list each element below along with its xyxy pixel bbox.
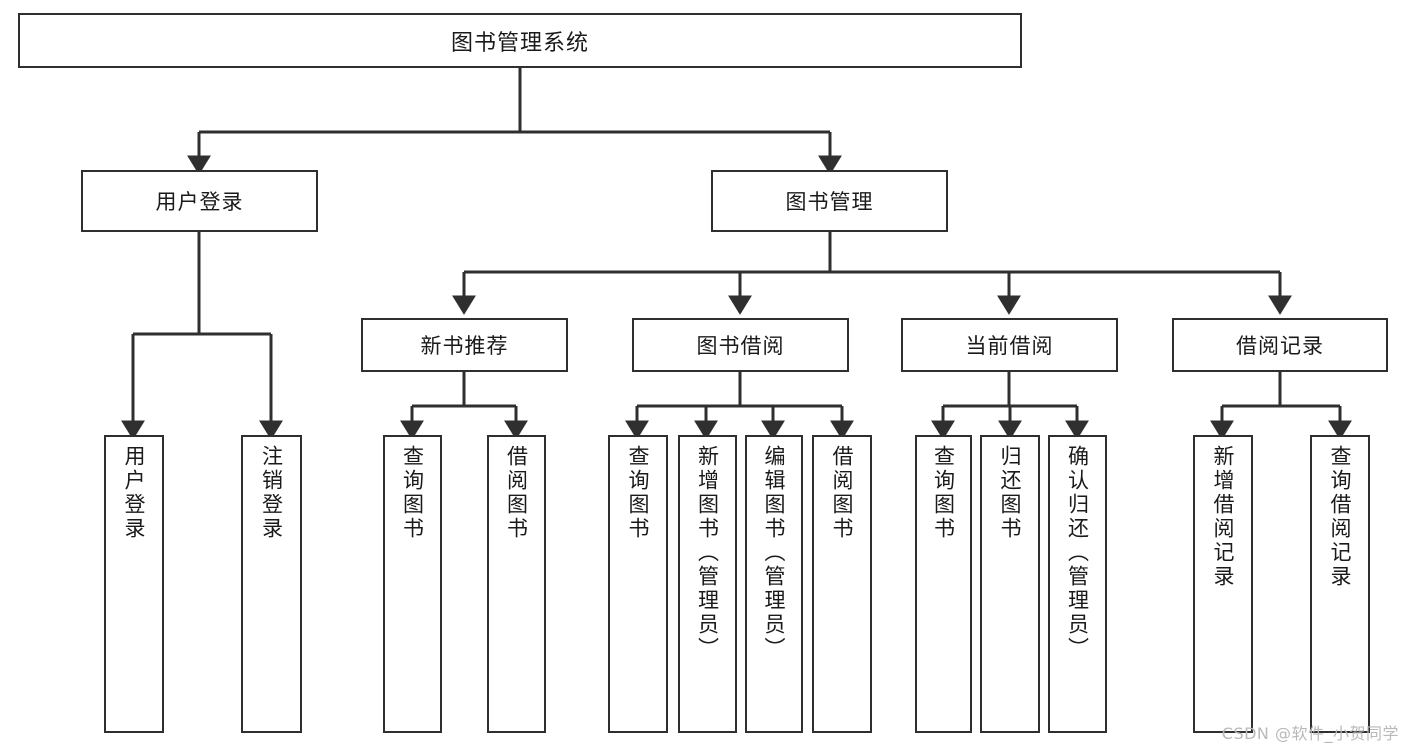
node-leaf-edit-book[interactable]: 编辑图书（管理员） (745, 435, 803, 733)
node-current-borrow[interactable]: 当前借阅 (901, 318, 1118, 372)
node-leaf-return-book[interactable]: 归还图书 (980, 435, 1040, 733)
node-label: 图书管理系统 (450, 30, 589, 56)
node-leaf-borrow-book-1[interactable]: 借阅图书 (487, 435, 546, 733)
node-leaf-user-logout[interactable]: 注销登录 (241, 435, 302, 733)
node-user-login[interactable]: 用户登录 (81, 170, 318, 232)
node-label: 图书借阅 (696, 334, 785, 358)
node-label: 编辑图书（管理员） (762, 445, 787, 661)
node-leaf-add-record[interactable]: 新增借阅记录 (1193, 435, 1253, 733)
node-new-book-recommend[interactable]: 新书推荐 (361, 318, 568, 372)
node-label: 新增图书（管理员） (695, 445, 720, 661)
node-leaf-user-login[interactable]: 用户登录 (104, 435, 164, 733)
node-label: 新书推荐 (420, 334, 509, 358)
node-book-borrow[interactable]: 图书借阅 (632, 318, 849, 372)
node-label: 查询图书 (931, 445, 956, 541)
node-leaf-query-book-2[interactable]: 查询图书 (608, 435, 668, 733)
node-label: 新增借阅记录 (1211, 445, 1236, 589)
node-label: 图书管理 (785, 190, 874, 214)
node-label: 查询图书 (626, 445, 651, 541)
node-label: 用户登录 (122, 445, 147, 541)
node-label: 用户登录 (155, 190, 244, 214)
node-book-manage[interactable]: 图书管理 (711, 170, 948, 232)
node-label: 借阅记录 (1236, 334, 1324, 358)
node-leaf-confirm-return[interactable]: 确认归还（管理员） (1048, 435, 1107, 733)
node-leaf-query-record[interactable]: 查询借阅记录 (1310, 435, 1370, 733)
node-leaf-query-book-3[interactable]: 查询图书 (915, 435, 972, 733)
node-label: 借阅图书 (830, 445, 855, 541)
node-borrow-record[interactable]: 借阅记录 (1172, 318, 1388, 372)
node-label: 当前借阅 (965, 334, 1054, 358)
node-leaf-query-book-1[interactable]: 查询图书 (383, 435, 442, 733)
node-label: 确认归还（管理员） (1065, 445, 1090, 661)
node-label: 查询借阅记录 (1328, 445, 1353, 589)
watermark-text: CSDN @软件_小贺同学 (1221, 724, 1399, 743)
node-label: 注销登录 (259, 445, 284, 541)
node-label: 归还图书 (998, 445, 1023, 541)
node-label: 查询图书 (400, 445, 425, 541)
node-label: 借阅图书 (504, 445, 529, 541)
node-leaf-borrow-book-2[interactable]: 借阅图书 (812, 435, 872, 733)
node-root-book-management-system[interactable]: 图书管理系统 (18, 13, 1022, 68)
node-leaf-add-book[interactable]: 新增图书（管理员） (678, 435, 737, 733)
